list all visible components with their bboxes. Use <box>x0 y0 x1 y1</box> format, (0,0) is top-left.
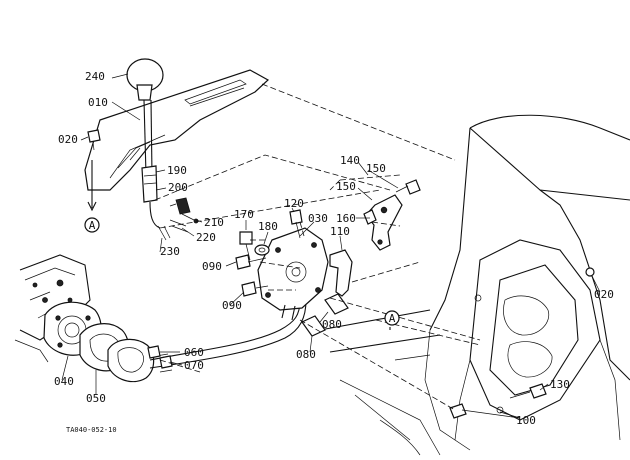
label-040: 040 <box>54 375 74 388</box>
label-080-lower: 080 <box>296 348 316 361</box>
control-housing-030 <box>257 227 329 321</box>
label-230: 230 <box>160 245 180 258</box>
label-120: 120 <box>284 197 304 210</box>
label-070: 070 <box>184 359 204 372</box>
bolt-120 <box>289 209 303 239</box>
label-140: 140 <box>340 154 360 167</box>
engine-block <box>14 254 91 363</box>
shift-plate-010 <box>84 69 270 191</box>
label-010: 010 <box>88 96 108 109</box>
shift-rod-190 <box>141 99 161 229</box>
label-020-right: 020 <box>594 288 614 301</box>
label-150-lower: 150 <box>336 180 356 193</box>
label-130: 130 <box>550 378 570 391</box>
label-220: 220 <box>196 231 216 244</box>
reference-marker-a-right: A <box>384 310 400 326</box>
bolt-090-upper <box>235 254 267 270</box>
flange-cover <box>107 338 155 383</box>
label-020-upper: 020 <box>58 133 78 146</box>
label-060: 060 <box>184 346 204 359</box>
part-labels: 240 010 020 190 200 210 220 230 140 150 … <box>54 70 614 427</box>
label-160: 160 <box>336 212 356 225</box>
bracket-110 <box>329 249 353 297</box>
label-150-upper: 150 <box>366 162 386 175</box>
bolt-020-icon <box>585 267 595 277</box>
bolt-070 <box>159 355 173 369</box>
collar-080-upper <box>324 293 349 315</box>
label-030: 030 <box>308 212 328 225</box>
label-190: 190 <box>167 164 187 177</box>
nut-100 <box>449 403 467 419</box>
ref-a-left-label: A <box>89 219 96 232</box>
label-170: 170 <box>234 208 254 221</box>
clip-220 <box>169 219 189 233</box>
label-080-upper: 080 <box>322 318 342 331</box>
label-110: 110 <box>330 225 350 238</box>
reference-marker-a-left: A <box>84 217 100 233</box>
label-210: 210 <box>204 216 224 229</box>
bolt-060 <box>147 345 161 359</box>
leader-lines <box>61 73 601 419</box>
label-180: 180 <box>258 220 278 233</box>
bolt-020-upper <box>87 129 101 151</box>
label-100: 100 <box>516 414 536 427</box>
bolt-170 <box>239 231 253 261</box>
label-240: 240 <box>85 70 105 83</box>
label-050: 050 <box>86 392 106 405</box>
ref-a-right-label: A <box>389 312 396 325</box>
bolt-130 <box>509 383 547 399</box>
figure-code: TA040-052-10 <box>66 426 117 434</box>
pin-230 <box>157 225 171 241</box>
shift-knob-240 <box>126 58 164 101</box>
lower-frame <box>319 309 441 456</box>
lever-arm-140 <box>363 179 421 251</box>
label-090-upper: 090 <box>202 260 222 273</box>
transmission-case <box>424 114 630 451</box>
spring-200 <box>169 197 191 215</box>
washer-180 <box>254 244 270 256</box>
label-090-lower: 090 <box>222 299 242 312</box>
label-200: 200 <box>168 181 188 194</box>
alignment-lines <box>154 83 481 411</box>
